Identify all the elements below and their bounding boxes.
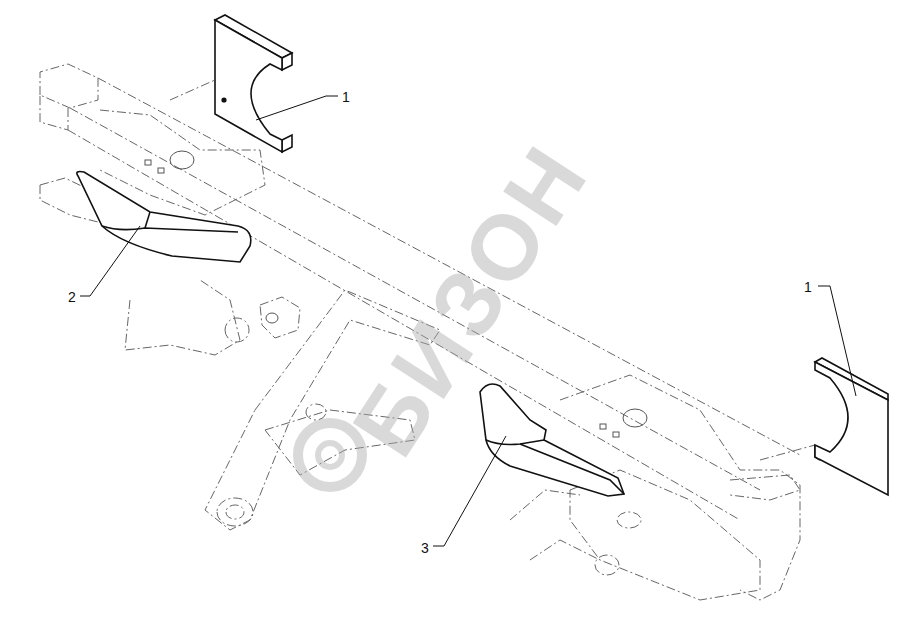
lever-part: [480, 384, 624, 496]
plate-part: [215, 15, 292, 152]
leader-line: [80, 96, 856, 546]
frame-outline: [40, 64, 815, 600]
lever-part: [77, 172, 251, 263]
callout-number: 2: [68, 289, 76, 305]
callout-number: 1: [342, 89, 350, 105]
watermark: БИЗОН: [337, 130, 603, 471]
watermark-logo: [298, 423, 362, 487]
callout-number: 1: [804, 279, 812, 295]
callout-number: 3: [421, 540, 429, 556]
